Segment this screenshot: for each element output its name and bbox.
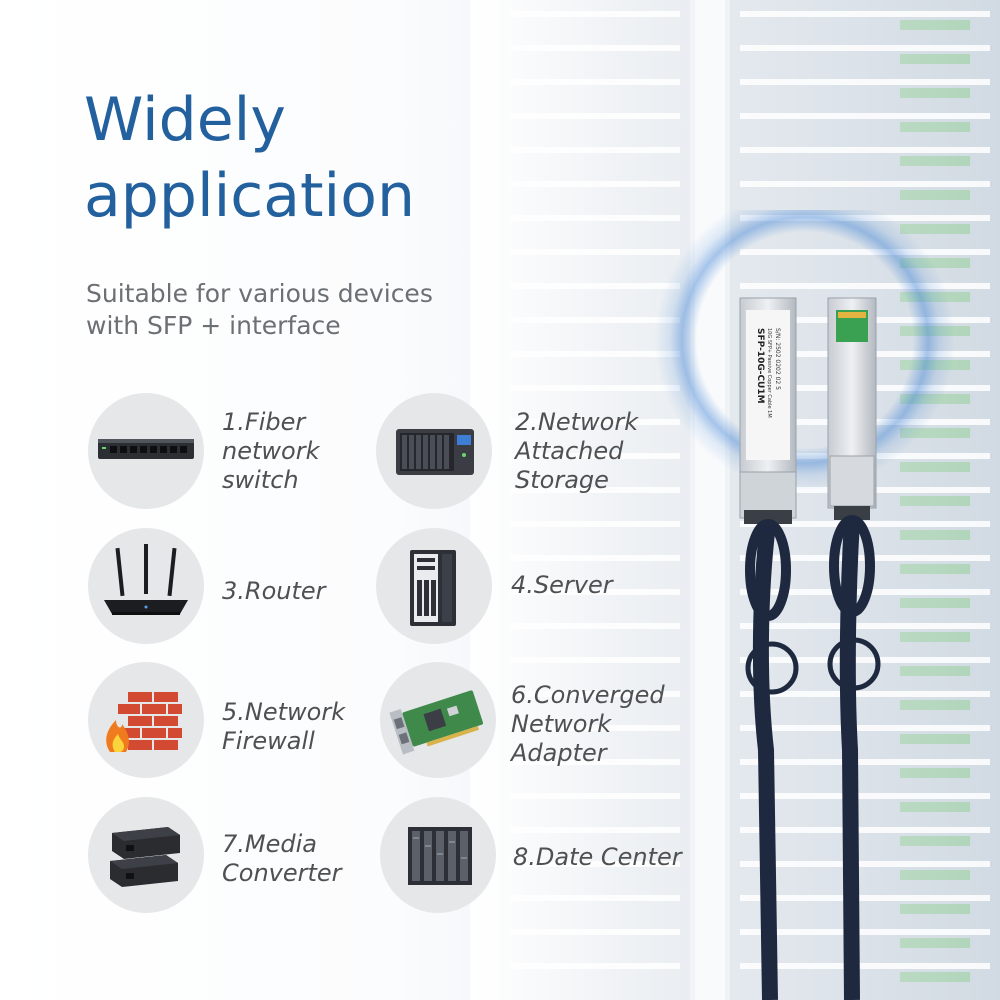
device-2-line-3: Storage [515,466,609,494]
device-6-label: 6.Converged Network Adapter [511,681,665,768]
nas-storage-icon [396,429,474,475]
device-1-label: 1.Fiber network switch [222,408,319,495]
subtitle-line-2: with SFP + interface [86,311,341,340]
device-8-line-1: 8.Date Center [513,843,682,871]
device-2-label: 2.Network Attached Storage [515,408,638,495]
network-adapter-card-icon [389,690,483,755]
svg-text:SFP-10G-CU1M: SFP-10G-CU1M [755,328,765,404]
router-icon [104,544,188,615]
device-6-line-2: Network [511,710,612,738]
sfp-module-right [827,297,877,520]
server-tower-icon [410,550,456,626]
device-2-line-2: Attached [515,437,624,465]
device-4-circle [376,528,492,644]
device-6-line-1: 6.Converged [511,681,665,709]
device-3-circle [88,528,204,644]
device-3-line-1: 3.Router [222,577,326,605]
server-rack-background [470,0,1000,1000]
firewall-icon [106,692,182,752]
device-2-line-1: 2.Network [515,408,639,436]
device-1-line-3: switch [222,466,299,494]
device-7-circle [88,797,204,913]
network-switch-icon [98,439,194,459]
sfp-dac-cable-illustration: SFP-10G-CU1M 10G SFP+ Passive Copper Cab… [655,210,955,1000]
device-5-line-1: 5.Network [222,698,346,726]
blue-glow-ring [655,210,955,490]
device-7-line-1: 7.Media [222,830,317,858]
sfp-module-left [739,297,797,524]
device-5-label: 5.Network Firewall [222,698,345,756]
svg-text:10G SFP+ Passive Copper Cable: 10G SFP+ Passive Copper Cable 1M [766,328,772,418]
device-3-label: 3.Router [222,577,326,606]
cable-wires [745,515,881,1000]
device-5-circle [88,662,204,778]
svg-text:S/N: 2502 0202 02 5: S/N: 2502 0202 02 5 [774,328,781,390]
device-8-label: 8.Date Center [513,843,682,872]
sfp-label-text: SFP-10G-CU1M 10G SFP+ Passive Copper Cab… [755,328,781,418]
device-8-circle [380,797,496,913]
device-4-line-1: 4.Server [511,571,613,599]
device-2-circle [376,393,492,509]
device-4-label: 4.Server [511,571,613,600]
device-6-circle [380,662,496,778]
media-converter-icon [110,827,180,887]
device-7-label: 7.Media Converter [222,830,342,888]
device-1-line-1: 1.Fiber [222,408,306,436]
device-7-line-2: Converter [222,859,342,887]
title-line-1: Widely [84,85,286,155]
subtitle-line-1: Suitable for various devices [86,279,433,308]
device-6-line-3: Adapter [511,739,607,767]
page-subtitle: Suitable for various devices with SFP + … [86,278,433,342]
page-title: Widely application [84,82,415,234]
device-5-line-2: Firewall [222,727,315,755]
device-1-line-2: network [222,437,320,465]
device-1-circle [88,393,204,509]
title-line-2: application [84,161,415,231]
data-center-racks-icon [408,827,472,885]
